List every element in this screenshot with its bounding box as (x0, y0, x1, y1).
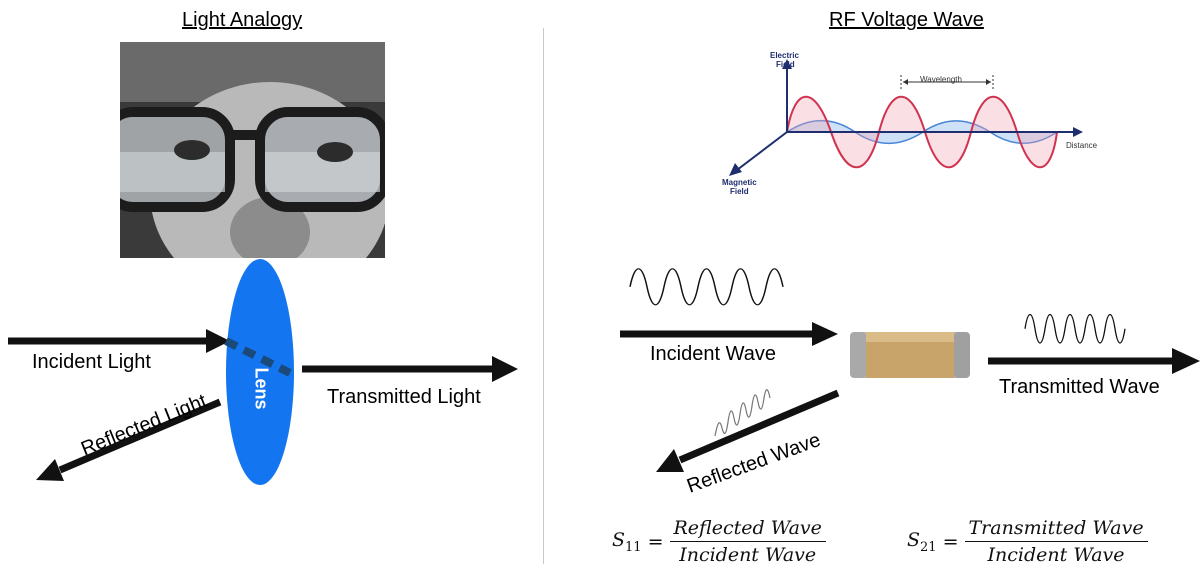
s21-symbol: S (907, 528, 921, 551)
s21-numerator: Transmitted Wave (964, 517, 1148, 542)
s11-equals: = (647, 530, 664, 553)
wavelength-label: Wavelength (920, 75, 962, 84)
transmitted-light-arrow (302, 356, 518, 382)
em-wave-diagram (729, 59, 1083, 176)
reflected-light-arrow (36, 398, 222, 481)
light-analogy-diagram (8, 259, 518, 485)
rf-wave-diagram (620, 268, 1200, 472)
magnetic-axis (736, 131, 788, 171)
incident-wave-signal (629, 268, 784, 306)
incident-wave-label: Incident Wave (650, 343, 776, 365)
section-divider (543, 28, 544, 564)
transmitted-light-label: Transmitted Light (327, 386, 481, 408)
lens-label: Lens (251, 367, 272, 410)
distance-label: Distance (1066, 141, 1098, 150)
s11-subscript: 11 (625, 539, 642, 555)
s21-subscript: 21 (920, 539, 937, 555)
s11-denominator: Incident Wave (679, 544, 817, 566)
refraction-dashed-line (224, 337, 292, 377)
lens-shape (226, 259, 294, 485)
s11-symbol: S (612, 528, 626, 551)
magnetic-field-label-line2: Field (730, 187, 749, 196)
magnetic-field-label-line1: Magnetic (722, 178, 757, 187)
s11-numerator: Reflected Wave (669, 517, 826, 542)
reflected-wave-signal (714, 389, 771, 437)
glasses-photo (120, 42, 385, 258)
reflected-wave-arrow (656, 389, 840, 472)
rf-voltage-wave-title: RF Voltage Wave (829, 9, 984, 31)
s21-equals: = (942, 530, 959, 553)
light-analogy-title: Light Analogy (182, 9, 303, 31)
transmitted-wave-label: Transmitted Wave (999, 376, 1160, 398)
incident-wave-arrow (620, 322, 838, 346)
capacitor-component (850, 332, 970, 378)
incident-light-label: Incident Light (32, 351, 151, 373)
s21-denominator: Incident Wave (987, 544, 1125, 566)
glasses-photo-illustration (120, 42, 385, 258)
electric-field-label-line2: Field (776, 60, 795, 69)
transmitted-wave-arrow (988, 348, 1200, 374)
electric-field-label-line1: Electric (770, 51, 799, 60)
incident-light-arrow (8, 329, 230, 353)
transmitted-wave-signal (1024, 313, 1126, 344)
